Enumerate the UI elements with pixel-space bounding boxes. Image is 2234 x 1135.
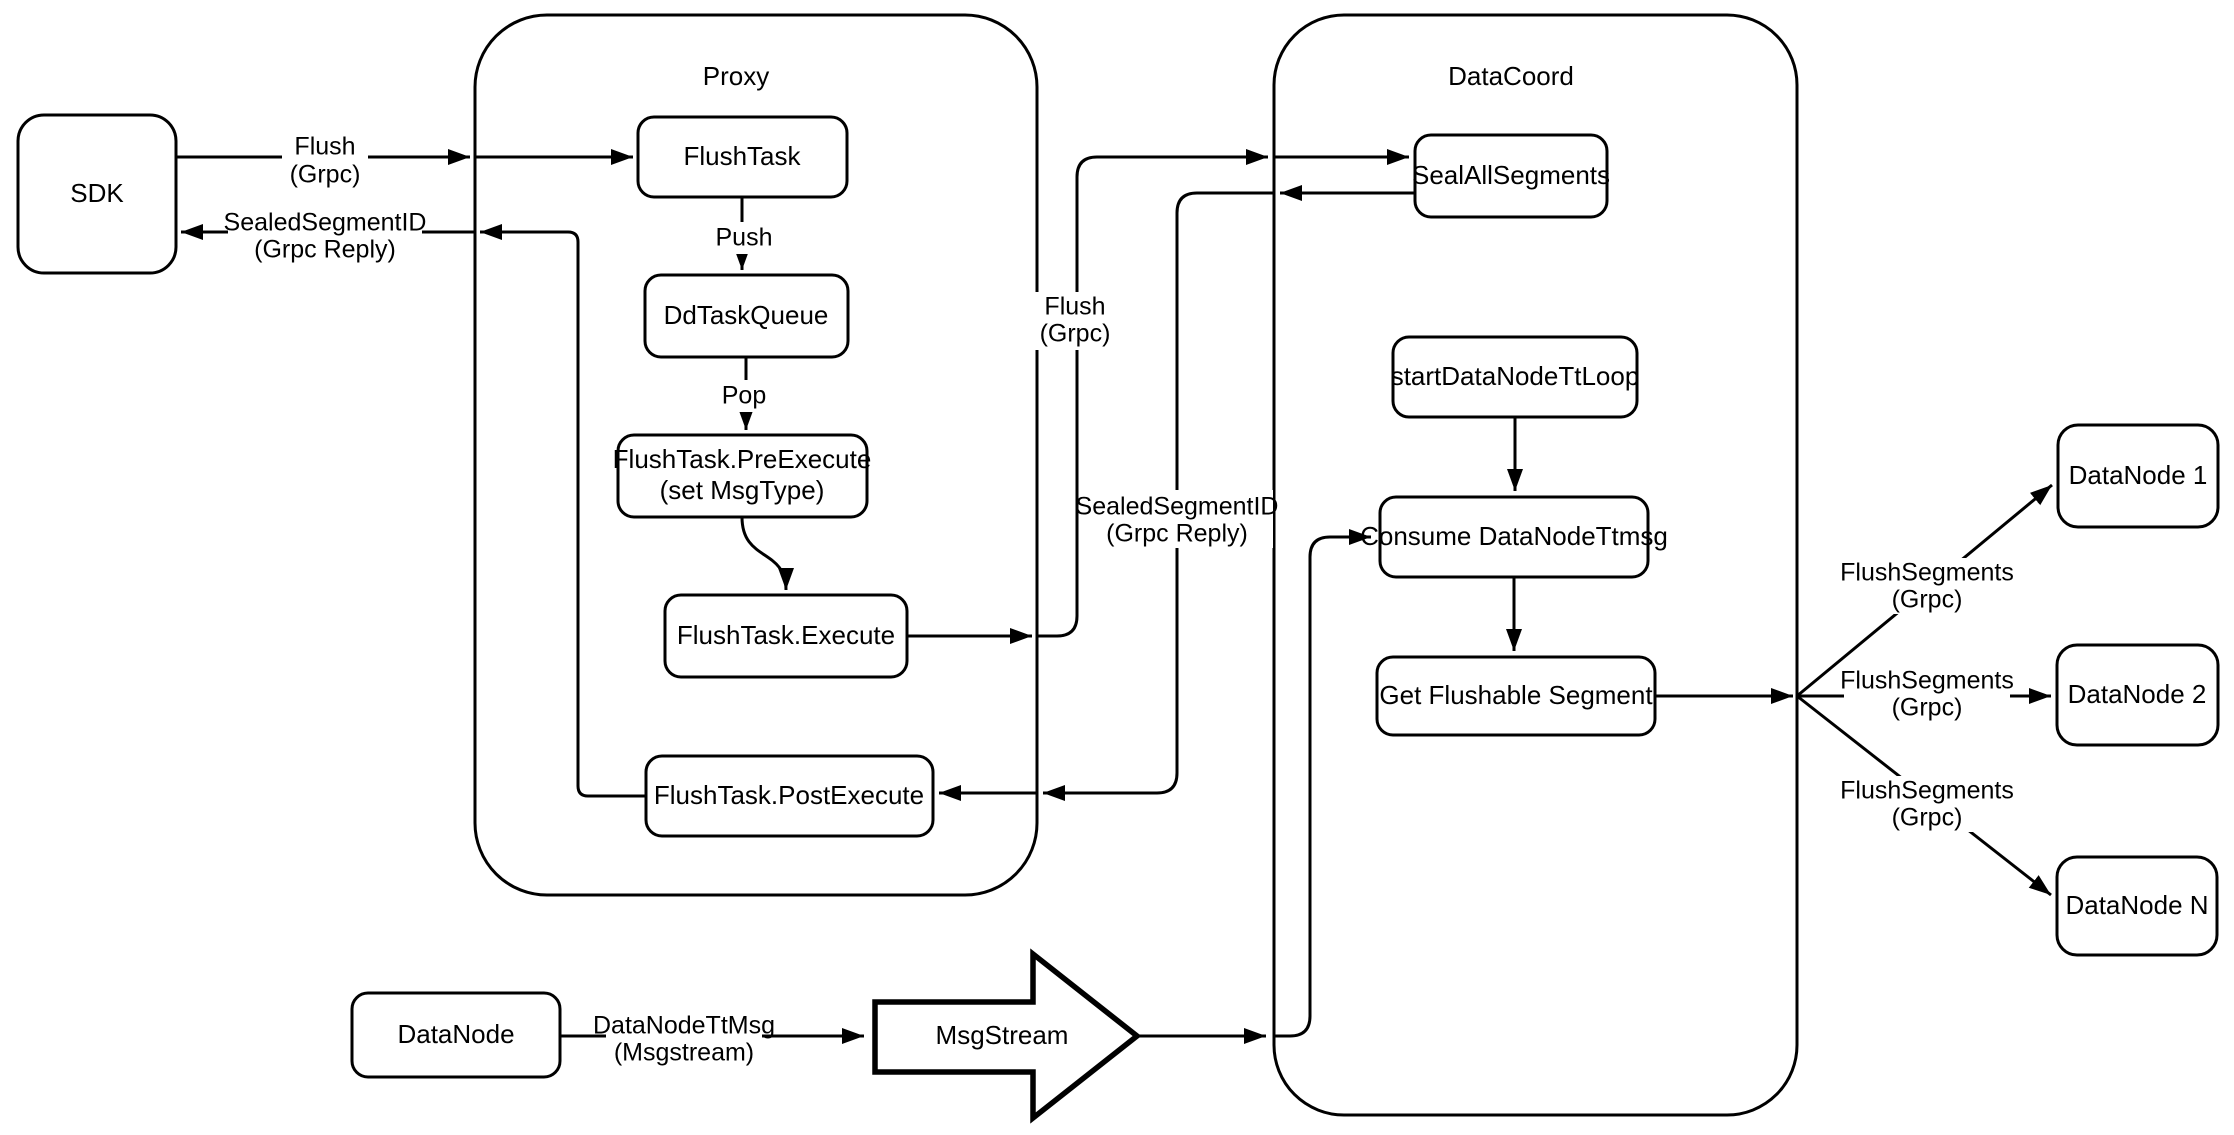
sealallsegments-label: SealAllSegments xyxy=(1412,160,1610,190)
preexecute-box xyxy=(616,433,869,519)
edge-label-text: FlushSegments xyxy=(1840,559,2014,587)
startdatanodettloop-label: startDataNodeTtLoop xyxy=(1391,361,1640,391)
node-execute: FlushTask.Execute xyxy=(663,593,909,679)
edge-label-text: (Grpc) xyxy=(1892,586,1963,614)
edge-label-bg xyxy=(282,130,368,188)
getflushablesegment-box xyxy=(1375,655,1657,737)
sdk-box xyxy=(16,113,178,275)
datanoden-box xyxy=(2055,855,2219,957)
edge-label-text: (Grpc) xyxy=(1040,320,1111,348)
getflushablesegment-label: Get Flushable Segment xyxy=(1379,680,1653,710)
edge-label-text: (Msgstream) xyxy=(614,1039,754,1067)
consumedatanodettmsg-label: Consume DataNodeTtmsg xyxy=(1360,521,1668,551)
edge-label-text: (Grpc Reply) xyxy=(1106,520,1248,548)
edge-label-flushsegments-3: FlushSegments (Grpc) xyxy=(1840,776,2014,832)
edge-label-bg xyxy=(228,208,422,264)
edge-msgstream-into-consume xyxy=(1274,529,1371,1038)
postexecute-label: FlushTask.PostExecute xyxy=(654,780,924,810)
datanoden-label: DataNode N xyxy=(2065,890,2208,920)
ddtaskqueue-label: DdTaskQueue xyxy=(664,300,829,330)
node-datanode2: DataNode 2 xyxy=(2055,643,2220,747)
node-sealallsegments: SealAllSegments xyxy=(1412,133,1610,219)
node-consumedatanodettmsg: Consume DataNodeTtmsg xyxy=(1360,495,1668,579)
execute-label: FlushTask.Execute xyxy=(677,620,895,650)
datanode-source-box xyxy=(350,991,562,1079)
node-datanode-source: DataNode xyxy=(350,991,562,1079)
datacoord-title: DataCoord xyxy=(1448,61,1574,91)
edge-label-bg xyxy=(1844,666,2010,722)
sdk-label: SDK xyxy=(70,178,124,208)
node-msgstream: MsgStream xyxy=(872,948,1142,1124)
flushtask-label: FlushTask xyxy=(683,141,801,171)
edge-label-push: Push xyxy=(712,222,776,254)
node-datanoden: DataNode N xyxy=(2055,855,2219,957)
node-flushtask: FlushTask xyxy=(636,115,849,199)
edge-label-text: DataNodeTtMsg xyxy=(593,1012,775,1040)
datanode2-label: DataNode 2 xyxy=(2068,679,2207,709)
node-preexecute: FlushTask.PreExecute (set MsgType) xyxy=(613,433,872,519)
edge-label-text: (Grpc Reply) xyxy=(254,236,396,264)
edge-label-bg xyxy=(1844,776,2010,832)
edge-label-flush-sdk: Flush (Grpc) xyxy=(282,130,368,189)
edge-label-datanodettmsg: DataNodeTtMsg (Msgstream) xyxy=(593,1010,775,1067)
edge-label-text: FlushSegments xyxy=(1840,667,2014,695)
node-sdk: SDK xyxy=(16,113,178,275)
datanode2-box xyxy=(2055,643,2220,747)
edge-label-text: (Grpc) xyxy=(1892,694,1963,722)
datanode1-label: DataNode 1 xyxy=(2069,460,2208,490)
edge-label-flush-mid: Flush (Grpc) xyxy=(1034,292,1118,350)
edge-postexecute-to-proxy-border xyxy=(480,224,646,798)
edge-label-sealedsegmentid-sdk: SealedSegmentID (Grpc Reply) xyxy=(224,208,427,264)
edge-label-pop: Pop xyxy=(716,380,772,412)
execute-box xyxy=(663,593,909,679)
edge-label-text: SealedSegmentID xyxy=(224,209,427,237)
datacoord-container xyxy=(1272,13,1799,1117)
edge-label-bg xyxy=(716,380,772,412)
edge-label-bg xyxy=(1034,292,1118,350)
edge-label-text: Flush xyxy=(294,133,355,161)
edge-label-text: Push xyxy=(716,224,773,252)
datanode1-box xyxy=(2056,423,2220,529)
edge-label-bg xyxy=(606,1010,762,1066)
flushtask-box xyxy=(636,115,849,199)
preexecute-label-line1: FlushTask.PreExecute xyxy=(613,444,872,474)
edge-preexecute-to-execute xyxy=(740,516,794,591)
node-ddtaskqueue: DdTaskQueue xyxy=(643,273,850,359)
node-postexecute: FlushTask.PostExecute xyxy=(644,754,935,838)
msgstream-label: MsgStream xyxy=(936,1020,1069,1050)
proxy-title: Proxy xyxy=(703,61,769,91)
ddtaskqueue-box xyxy=(643,273,850,359)
node-getflushablesegment: Get Flushable Segment xyxy=(1375,655,1657,737)
edge-label-flushsegments-1: FlushSegments (Grpc) xyxy=(1840,558,2014,614)
edge-label-flushsegments-2: FlushSegments (Grpc) xyxy=(1840,666,2014,722)
node-startdatanodettloop: startDataNodeTtLoop xyxy=(1391,335,1640,419)
edge-flush-proxy-to-datacoord xyxy=(1037,149,1268,638)
edge-label-text: (Grpc) xyxy=(1892,804,1963,832)
edge-label-text: Pop xyxy=(722,382,766,410)
edge-label-text: SealedSegmentID xyxy=(1076,493,1279,521)
preexecute-label-line2: (set MsgType) xyxy=(660,475,825,505)
edge-label-sealedsegmentid-mid: SealedSegmentID (Grpc Reply) xyxy=(1076,490,1279,548)
postexecute-box xyxy=(644,754,935,838)
edge-label-bg xyxy=(712,222,776,254)
sealallsegments-box xyxy=(1413,133,1609,219)
startdatanodettloop-box xyxy=(1391,335,1639,419)
edge-label-bg xyxy=(1083,490,1273,548)
edge-label-text: FlushSegments xyxy=(1840,777,2014,805)
proxy-container xyxy=(473,13,1039,897)
consumedatanodettmsg-box xyxy=(1378,495,1650,579)
node-datanode1: DataNode 1 xyxy=(2056,423,2220,529)
msgstream-block-arrow xyxy=(872,948,1142,1124)
edge-label-text: (Grpc) xyxy=(290,161,361,189)
edge-label-bg xyxy=(1844,558,2010,614)
edge-label-text: Flush xyxy=(1044,293,1105,321)
datanode-source-label: DataNode xyxy=(397,1019,514,1049)
